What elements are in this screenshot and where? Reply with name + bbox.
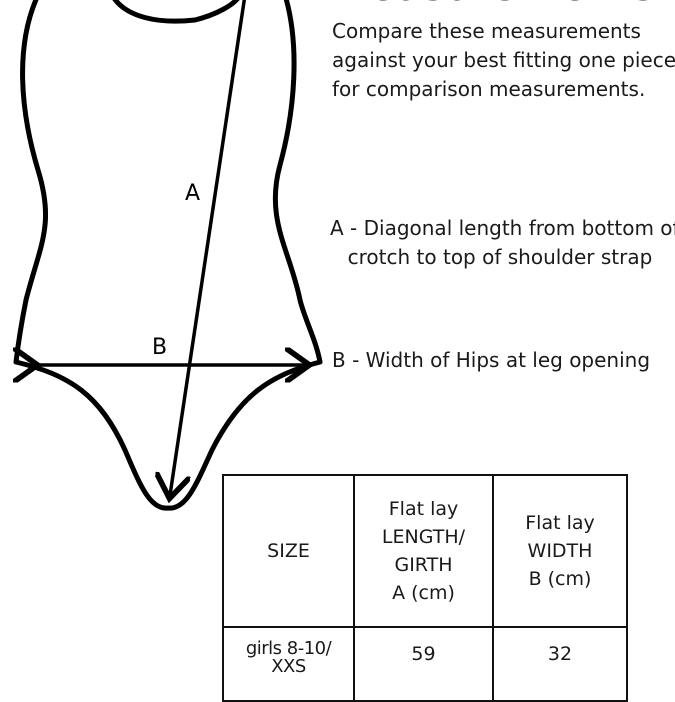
legend-a-line: crotch to top of shoulder strap: [347, 245, 653, 269]
legend-b: B - Width of Hips at leg opening: [332, 348, 651, 372]
intro-line: against your best fitting one piece: [332, 48, 675, 72]
measure-line-a: [170, 0, 247, 495]
cell-length: 59: [353, 626, 494, 702]
label-b: B: [152, 335, 167, 360]
header-line: Flat lay: [525, 512, 595, 534]
legend-a: A - Diagonal length from bottom of crotc…: [330, 214, 675, 272]
header-line: B (cm): [528, 568, 592, 590]
header-line: WIDTH: [527, 540, 593, 562]
table-header-row: SIZE Flat lay LENGTH/ GIRTH A (cm) Flat …: [222, 474, 628, 628]
label-a: A: [185, 181, 200, 206]
neckline-outline: [112, 0, 240, 24]
header-line: SIZE: [267, 540, 310, 562]
intro-line: Compare these measurements: [332, 19, 641, 43]
size-table: SIZE Flat lay LENGTH/ GIRTH A (cm) Flat …: [222, 474, 628, 702]
table-row: girls 8-10/ XXS 59 32: [222, 626, 628, 702]
size-line: XXS: [271, 656, 306, 677]
header-line: GIRTH: [394, 554, 453, 576]
page-heading: Measurements: [330, 0, 655, 8]
swimsuit-diagram: A B: [0, 0, 323, 511]
size-line: girls 8-10/: [245, 638, 332, 659]
header-line: A (cm): [392, 582, 455, 604]
legend-a-line: A - Diagonal length from bottom of: [330, 216, 675, 240]
header-size: SIZE: [222, 474, 355, 628]
cell-size: girls 8-10/ XXS: [222, 626, 355, 702]
cell-width: 32: [492, 626, 628, 702]
header-line: LENGTH/: [381, 526, 466, 548]
swimsuit-outline: [13, 0, 323, 511]
intro-line: for comparison measurements.: [332, 77, 646, 101]
header-width: Flat lay WIDTH B (cm): [492, 474, 628, 628]
header-line: Flat lay: [388, 498, 459, 520]
intro-text: Compare these measurements against your …: [332, 17, 675, 104]
header-length: Flat lay LENGTH/ GIRTH A (cm): [353, 474, 494, 628]
